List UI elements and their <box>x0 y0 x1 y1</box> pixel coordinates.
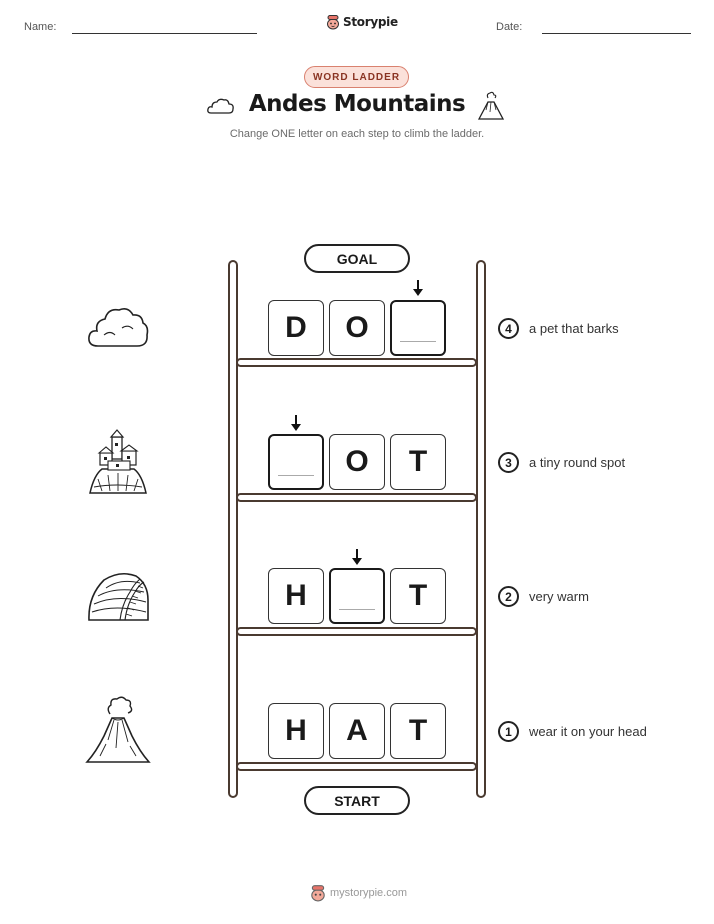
step-clue: very warm <box>529 589 589 604</box>
step-number-badge: 2 <box>498 586 519 607</box>
name-line <box>72 33 257 34</box>
footer: mystorypie.com <box>310 884 407 902</box>
ladder-rung <box>236 358 477 367</box>
cloud-icon <box>88 308 149 347</box>
letter-tile: T <box>390 703 446 759</box>
letter-tile: O <box>329 434 385 490</box>
ladder-left-rail <box>228 260 238 798</box>
page-title: Andes Mountains <box>248 91 466 117</box>
letter-tile: H <box>268 703 324 759</box>
answer-blank-input[interactable] <box>329 568 385 624</box>
name-label: Name: <box>24 21 57 33</box>
small-volcano-icon <box>477 91 505 120</box>
letter-tile: O <box>329 300 385 356</box>
start-label: START <box>304 786 410 815</box>
terraced-hill-icon <box>88 572 149 621</box>
ladder-rung <box>236 762 477 771</box>
brand-name: Storypie <box>343 15 398 29</box>
ladder-right-rail <box>476 260 486 798</box>
down-arrow-icon <box>352 549 362 565</box>
ladder-rung <box>236 627 477 636</box>
letter-tile: H <box>268 568 324 624</box>
step-number-badge: 4 <box>498 318 519 339</box>
answer-blank-input[interactable] <box>268 434 324 490</box>
letter-tile: T <box>390 568 446 624</box>
letter-tile: A <box>329 703 385 759</box>
letter-tile: D <box>268 300 324 356</box>
volcano-icon <box>85 696 151 763</box>
small-cloud-icon <box>207 98 234 114</box>
step-clue: a pet that barks <box>529 321 619 336</box>
footer-site: mystorypie.com <box>330 887 408 899</box>
down-arrow-icon <box>413 280 423 296</box>
letter-tile: T <box>390 434 446 490</box>
activity-badge: WORD LADDER <box>304 66 409 88</box>
goal-label: GOAL <box>304 244 410 273</box>
instructions: Change ONE letter on each step to climb … <box>229 128 485 140</box>
storypie-mascot-icon <box>327 15 339 30</box>
date-label: Date: <box>496 21 523 33</box>
down-arrow-icon <box>291 415 301 431</box>
ladder-rung <box>236 493 477 502</box>
step-clue: a tiny round spot <box>529 455 626 470</box>
answer-blank-input[interactable] <box>390 300 446 356</box>
hilltop-village-icon <box>89 429 147 494</box>
date-line <box>542 33 691 34</box>
storypie-mascot-icon <box>311 885 325 902</box>
step-clue: wear it on your head <box>529 724 647 739</box>
step-number-badge: 1 <box>498 721 519 742</box>
step-number-badge: 3 <box>498 452 519 473</box>
brand-logo: Storypie <box>326 14 398 30</box>
